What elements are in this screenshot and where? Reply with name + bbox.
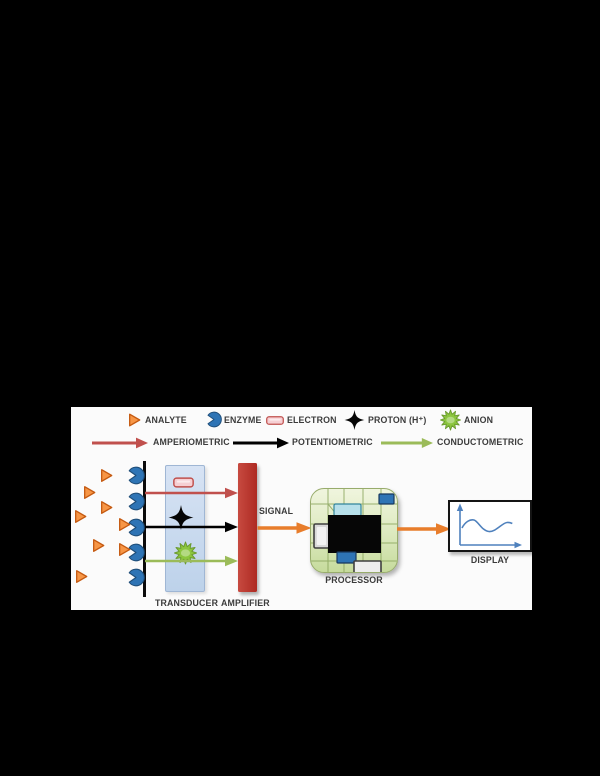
electron-icon (266, 416, 284, 425)
signal-label: SIGNAL (259, 506, 294, 516)
anion-icon (439, 409, 462, 431)
legend-analyte-label: ANALYTE (145, 415, 187, 425)
legend-anion-label: ANION (464, 415, 494, 425)
chip-blue-component (378, 493, 395, 505)
amplifier-block (238, 463, 257, 592)
enzyme-icon (127, 518, 145, 537)
enzyme-icon (127, 568, 145, 587)
enzyme-icon (206, 411, 222, 428)
biosensor-figure: ANALYTE ENZYME ELECTRON PROTON (H⁺) ANIO… (71, 407, 532, 610)
display-block (448, 500, 532, 552)
processor-label: PROCESSOR (325, 575, 383, 585)
processor-to-display-arrow-icon (397, 522, 451, 536)
processor-circuit-graphic (311, 489, 397, 572)
amperiometric-arrow-icon (92, 437, 148, 449)
display-graph (456, 503, 522, 549)
conductometric-arrow-icon (145, 555, 238, 567)
enzyme-icon (127, 466, 145, 485)
chip-gray-component (353, 560, 382, 572)
analyte-triangle-icon (75, 569, 88, 584)
legend-enzyme-label: ENZYME (224, 415, 262, 425)
enzyme-icon (127, 543, 145, 562)
analyte-triangle-icon (74, 509, 87, 524)
enzyme-icon (127, 492, 145, 511)
legend-amperiometric-label: AMPERIOMETRIC (153, 437, 230, 447)
legend-conductometric-label: CONDUCTOMETRIC (437, 437, 524, 447)
chip-cyan-component (333, 503, 362, 517)
proton-star-icon (344, 410, 365, 430)
signal-arrow-icon (257, 521, 312, 535)
potentiometric-arrow-icon (145, 521, 238, 533)
analyte-triangle-icon (100, 500, 113, 515)
analyte-triangle-icon (128, 412, 141, 428)
chip-gray-inner (316, 527, 327, 545)
legend-proton-label: PROTON (H⁺) (368, 415, 427, 425)
conductometric-arrow-icon (381, 437, 433, 449)
potentiometric-arrow-icon (233, 437, 289, 449)
processor-block (310, 488, 398, 573)
legend-potentiometric-label: POTENTIOMETRIC (292, 437, 373, 447)
analyte-triangle-icon (100, 468, 113, 483)
amperiometric-arrow-icon (145, 487, 238, 499)
legend-electron-label: ELECTRON (287, 415, 337, 425)
analyte-triangle-icon (83, 485, 96, 500)
chip-blue-component (336, 551, 357, 564)
transducer-label: TRANSDUCER (155, 598, 219, 608)
amplifier-label: AMPLIFIER (221, 598, 270, 608)
cpu-die (328, 515, 381, 553)
display-label: DISPLAY (470, 555, 510, 565)
analyte-triangle-icon (92, 538, 105, 553)
